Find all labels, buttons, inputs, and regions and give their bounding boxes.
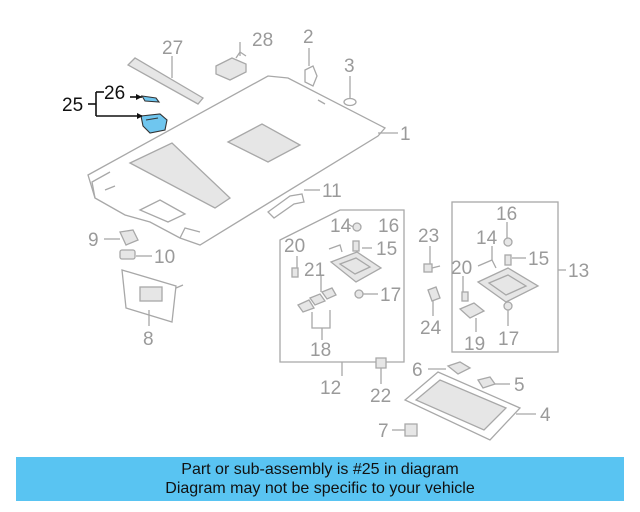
callout-10: 10 [154, 247, 175, 268]
part-20-bulb[interactable] [291, 267, 299, 278]
callout-3: 3 [344, 56, 355, 77]
part-11-grab-handle[interactable] [267, 193, 305, 219]
callout-1: 1 [400, 124, 411, 145]
callout-8: 8 [143, 329, 154, 350]
callout-14b: 14 [476, 228, 498, 249]
callout-bracket-25 [88, 91, 143, 119]
callout-20a: 20 [284, 236, 305, 257]
part-map-lamp-housing[interactable] [329, 251, 383, 283]
callout-15a: 15 [376, 239, 397, 260]
callout-12: 12 [320, 378, 341, 399]
group-box-13 [451, 201, 559, 353]
part-8-sun-visor[interactable] [121, 269, 184, 323]
part-16-screw-b[interactable] [503, 237, 513, 247]
part-20-bulb-b[interactable] [461, 291, 469, 302]
callout-2: 2 [303, 27, 314, 48]
part-18-lens-set[interactable] [297, 287, 337, 329]
callout-13: 13 [568, 261, 589, 282]
callout-5: 5 [514, 375, 525, 396]
part-7-screw[interactable] [404, 423, 418, 437]
callout-28: 28 [252, 30, 273, 51]
part-24-connector[interactable] [427, 286, 441, 302]
callout-16b: 16 [496, 204, 517, 225]
callout-23: 23 [418, 226, 439, 247]
group-box-12 [279, 209, 405, 363]
part-14-lens-b[interactable] [477, 259, 497, 269]
part-14-lens[interactable] [328, 244, 343, 253]
part-4-sunroof-panel[interactable] [403, 371, 522, 441]
leader-lines [104, 42, 566, 431]
callout-22: 22 [370, 386, 391, 407]
callout-24: 24 [420, 318, 442, 339]
part-16-screw[interactable] [352, 222, 362, 232]
callout-26: 26 [104, 83, 125, 104]
callout-7: 7 [378, 421, 389, 442]
part-27-trim-strip[interactable] [126, 57, 204, 105]
callout-4: 4 [540, 405, 551, 426]
callout-18: 18 [310, 340, 331, 361]
callout-6: 6 [412, 360, 423, 381]
callout-20b: 20 [451, 258, 472, 279]
part-6-bracket[interactable] [446, 361, 472, 375]
banner-line-2: Diagram may not be specific to your vehi… [165, 480, 475, 497]
part-2-hook[interactable] [304, 65, 318, 87]
part-10-clip[interactable] [119, 249, 136, 260]
callout-9: 9 [88, 230, 99, 251]
part-room-lamp-housing[interactable] [476, 267, 540, 303]
part-15-bulb-b[interactable] [504, 254, 512, 266]
part-28-clip[interactable] [215, 51, 247, 81]
parts-diagram: 1 2 3 4 5 6 7 8 9 10 11 12 13 14 14 15 1… [62, 27, 589, 442]
callout-11: 11 [322, 181, 342, 202]
part-17-socket-b[interactable] [503, 301, 513, 311]
callout-21: 21 [304, 260, 325, 281]
part-22-grommet[interactable] [375, 357, 387, 369]
callout-17a: 17 [380, 285, 401, 306]
banner-line-1: Part or sub-assembly is #25 in diagram [181, 461, 459, 478]
part-19-lens[interactable] [458, 302, 486, 319]
callout-19: 19 [464, 334, 485, 355]
part-9-sun-visor-holder[interactable] [119, 229, 139, 246]
callout-17b: 17 [498, 329, 519, 350]
part-23-switch[interactable] [423, 263, 441, 273]
callout-16a: 16 [378, 216, 399, 237]
part-3-fastener[interactable] [343, 90, 357, 107]
callout-27: 27 [162, 38, 183, 59]
callout-14a: 14 [330, 216, 352, 237]
headliner-part[interactable] [87, 75, 387, 246]
part-25-bracket-assembly[interactable] [140, 113, 168, 134]
callout-15b: 15 [528, 249, 549, 270]
part-26-clip[interactable] [140, 95, 161, 103]
info-banner: Part or sub-assembly is #25 in diagram D… [16, 457, 624, 501]
part-15-bulb[interactable] [352, 240, 360, 252]
part-5-clip[interactable] [476, 376, 497, 389]
part-17-socket[interactable] [354, 289, 364, 299]
callout-25: 25 [62, 95, 83, 116]
